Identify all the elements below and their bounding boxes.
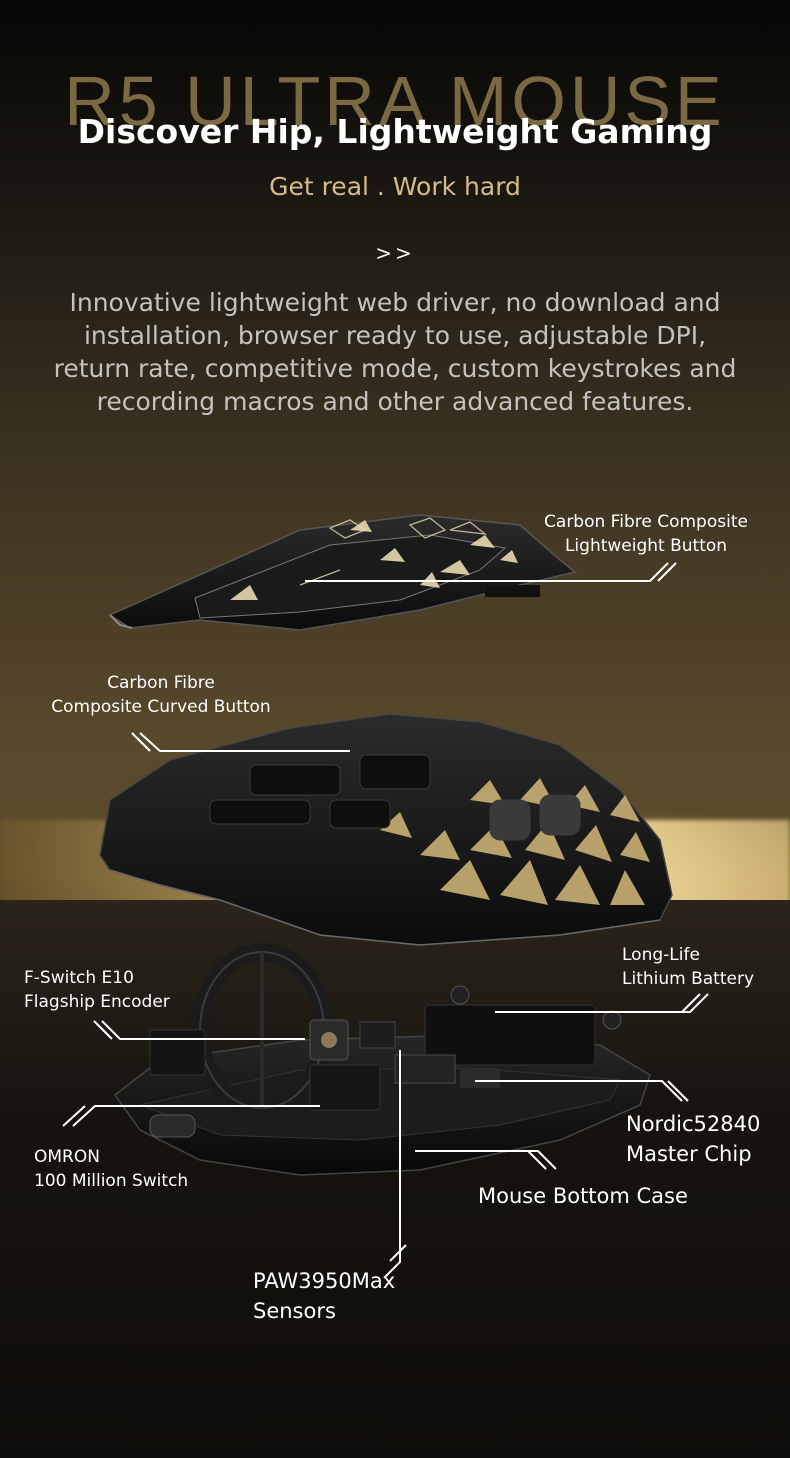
tagline: Get real . Work hard bbox=[269, 172, 521, 201]
callout-bottom-case: Mouse Bottom Case bbox=[478, 1184, 688, 1208]
callout-switch-line2: 100 Million Switch bbox=[34, 1171, 189, 1191]
callout-battery-line2: Lithium Battery bbox=[622, 969, 755, 989]
callout-chip: Nordic52840 Master Chip bbox=[626, 1109, 786, 1169]
callout-switch: OMRON 100 Million Switch bbox=[34, 1145, 234, 1193]
callout-battery-line1: Long-Life bbox=[622, 945, 700, 965]
callout-curved-button-line1: Carbon Fibre bbox=[107, 673, 215, 693]
callout-curved-button-line2: Composite Curved Button bbox=[51, 697, 271, 717]
callout-encoder-line2: Flagship Encoder bbox=[24, 992, 170, 1012]
callout-chip-line1: Nordic52840 bbox=[626, 1112, 761, 1136]
feature-description: Innovative lightweight web driver, no do… bbox=[53, 288, 737, 416]
callout-sensor-line1: PAW3950Max bbox=[253, 1269, 396, 1293]
callout-chip-line2: Master Chip bbox=[626, 1142, 752, 1166]
callout-curved-button: Carbon Fibre Composite Curved Button bbox=[30, 671, 292, 719]
callout-top-button-line1: Carbon Fibre Composite bbox=[544, 512, 748, 532]
callout-encoder: F-Switch E10 Flagship Encoder bbox=[24, 966, 224, 1014]
callout-lines bbox=[62, 562, 709, 1279]
arrows-glyph: >> bbox=[375, 241, 415, 265]
callout-top-button: Carbon Fibre Composite Lightweight Butto… bbox=[530, 510, 762, 558]
callout-sensor-line2: Sensors bbox=[253, 1299, 336, 1323]
top-button-part bbox=[108, 514, 577, 631]
ghost-title: R5 ULTRA MOUSE bbox=[64, 66, 726, 126]
callout-encoder-line1: F-Switch E10 bbox=[24, 968, 134, 988]
curved-shell-part bbox=[99, 713, 673, 946]
callout-switch-line1: OMRON bbox=[34, 1147, 100, 1167]
callout-battery: Long-Life Lithium Battery bbox=[622, 943, 782, 991]
floor-shadow bbox=[0, 900, 790, 1458]
callout-sensor: PAW3950Max Sensors bbox=[253, 1266, 453, 1326]
callout-top-button-line2: Lightweight Button bbox=[564, 536, 728, 556]
base-part bbox=[113, 943, 651, 1176]
page-title: Discover Hip, Lightweight Gaming bbox=[77, 112, 713, 151]
